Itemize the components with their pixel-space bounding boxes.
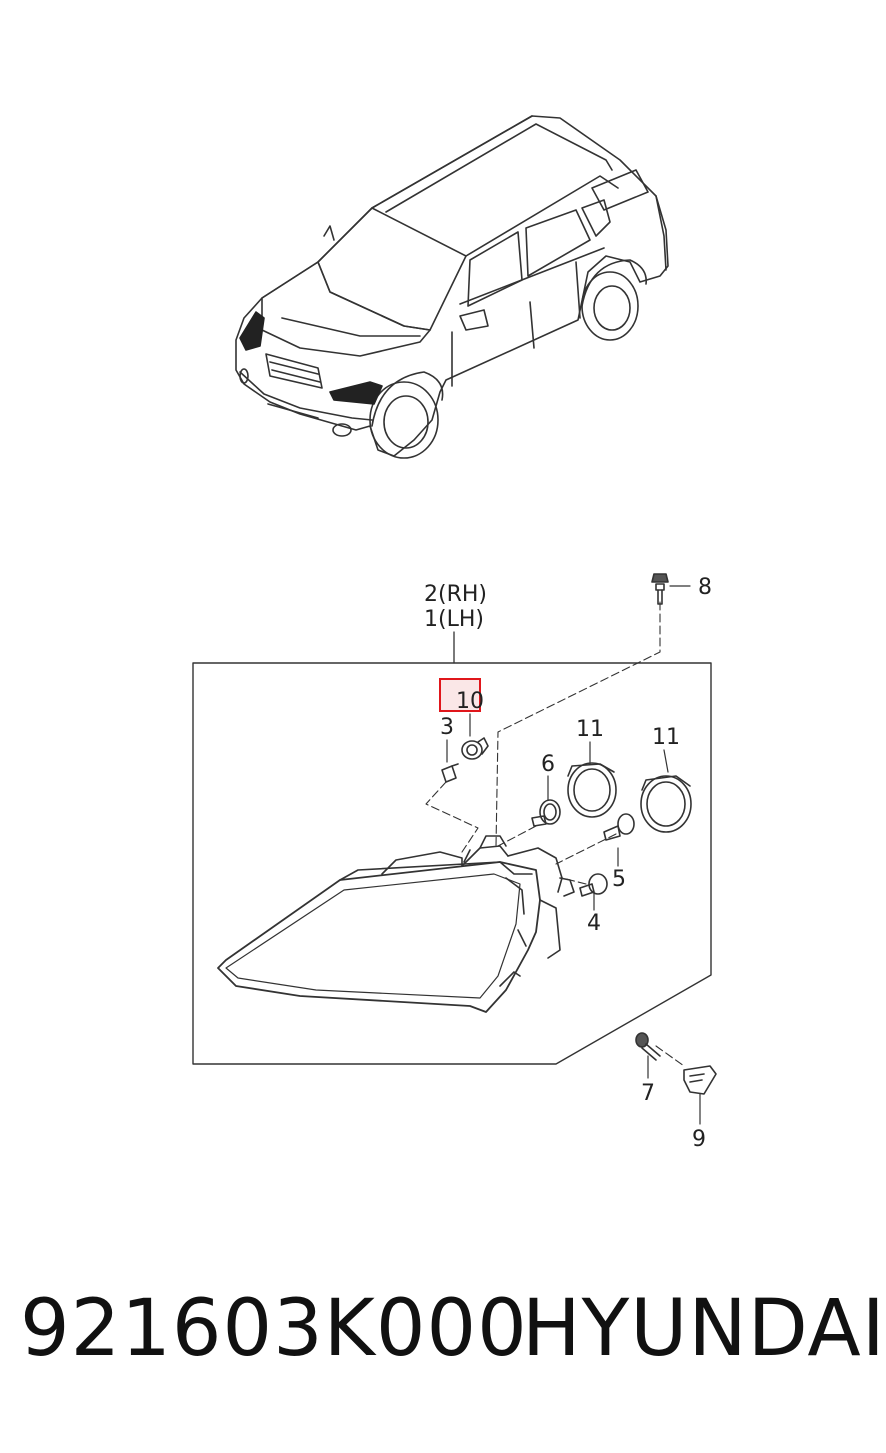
clip-part-9 [683,1065,717,1095]
assembly-lines [425,601,685,1067]
headlamp-assembly [217,835,575,1013]
vehicle-headlamp-left [329,381,383,405]
ring-part-11-a [567,762,617,818]
bulb-part-6 [531,799,561,827]
bolt-part-7 [635,1032,661,1061]
ring-part-11-b [640,775,692,833]
label-part-7: 7 [641,1081,655,1106]
label-part-8: 8 [698,575,712,600]
bulb-part-3 [441,763,459,783]
label-part-4: 4 [587,911,601,936]
bulb-part-5 [603,813,635,841]
vehicle-illustration [235,115,669,459]
label-part-3: 3 [440,715,454,740]
label-part-11-b: 11 [652,725,680,750]
assembly-frame [192,662,712,1065]
callout-leaders [446,585,701,1125]
label-rh: 2(RH) [424,582,487,607]
label-part-5: 5 [612,867,626,892]
label-part-6: 6 [541,752,555,777]
label-part-11-a: 11 [576,717,604,742]
brand-name: HYUNDAI [522,1284,886,1374]
bolt-part-8 [651,573,669,605]
bulb-part-4 [579,873,608,897]
vehicle-headlamp-right [239,311,265,351]
socket-part-10 [461,737,489,760]
label-lh: 1(LH) [424,607,484,632]
part-number: 921603K000 [20,1284,528,1374]
highlight-box [439,678,481,712]
label-part-10: 10 [456,689,484,714]
label-part-9: 9 [692,1127,706,1152]
